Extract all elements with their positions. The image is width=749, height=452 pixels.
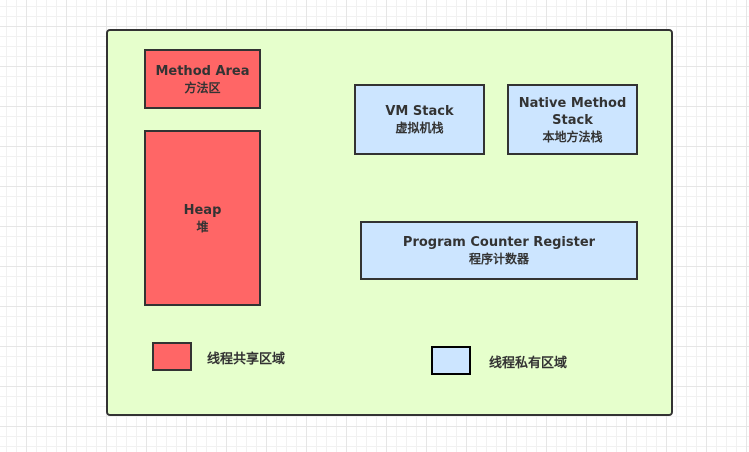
- native-method-stack-box: Native Method Stack 本地方法栈: [507, 84, 638, 155]
- vm-stack-label-cn: 虚拟机栈: [395, 121, 444, 135]
- legend-private-label: 线程私有区域: [489, 356, 568, 371]
- heap-label: Heap: [183, 202, 222, 218]
- method-area-box: Method Area 方法区: [144, 49, 261, 109]
- legend-shared-label: 线程共享区域: [207, 352, 286, 367]
- method-area-label-cn: 方法区: [184, 80, 221, 95]
- legend-shared-swatch: [152, 342, 192, 371]
- native-method-stack-label: Native Method Stack: [518, 95, 627, 128]
- legend-private-swatch: [431, 346, 471, 375]
- vm-stack-label: VM Stack: [385, 104, 454, 119]
- program-counter-register-label: Program Counter Register: [402, 235, 596, 250]
- native-method-stack-label-cn: 本地方法栈: [542, 129, 603, 144]
- program-counter-register-box: Program Counter Register 程序计数器: [360, 221, 638, 280]
- vm-stack-box: VM Stack 虚拟机栈: [354, 84, 485, 155]
- heap-label-cn: 堆: [196, 219, 209, 234]
- program-counter-register-label-cn: 程序计数器: [468, 252, 529, 266]
- method-area-label: Method Area: [155, 63, 250, 79]
- heap-box: Heap 堆: [144, 130, 261, 306]
